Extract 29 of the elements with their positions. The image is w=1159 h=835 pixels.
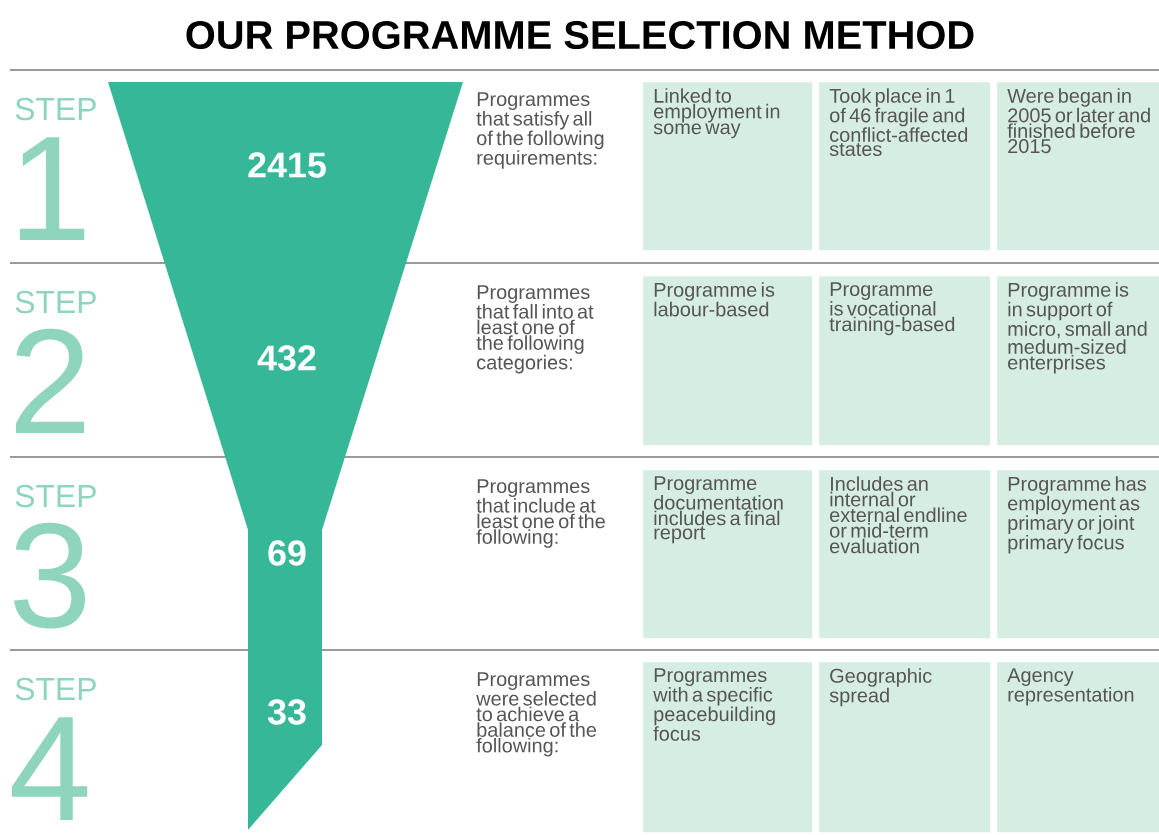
step-label: STEP (15, 97, 96, 121)
funnel-count: 33 (267, 699, 306, 725)
step-label: STEP (15, 677, 96, 701)
criterion-box: Linked to employment in some way (643, 82, 813, 251)
criterion-box: Took place in 1 of 46 fragile and conflict-affected states (819, 82, 991, 251)
title: OUR PROGRAMME SELECTION METHOD (186, 20, 974, 50)
step-description: Programmes that include at least one of the following: (476, 479, 605, 548)
step-description: Programmes that fall into at least one of the following categories: (476, 285, 594, 374)
step-number: 2 (15, 328, 85, 433)
step-number: 1 (19, 137, 85, 240)
criterion-box: Includes an internal or external endline or mid-term evaluation (819, 470, 991, 639)
criterion-box: Programme is vocational training-based (819, 276, 991, 446)
criterion-box: Agency representation (997, 662, 1159, 833)
step-description: Programmes that satisfy all of the following requirements: (476, 92, 604, 169)
criterion-box: Programme is in support of micro, small and medum-sized enterprises (997, 276, 1159, 446)
criterion-box: Programme is labour-based (643, 276, 813, 446)
criterion-box: Programme has employment as primary or joint primary focus (997, 470, 1159, 639)
funnel-count: 432 (257, 345, 316, 371)
step-number: 4 (11, 717, 88, 820)
step-label: STEP (15, 484, 96, 508)
step-label: STEP (15, 290, 96, 314)
funnel-count: 2415 (248, 152, 326, 178)
criterion-box: Were began in 2005 or later and finished before 2015 (997, 82, 1159, 251)
criterion-box: Programme documentation includes a final report (643, 470, 813, 639)
criterion-box: Programmes with a specific peacebuilding focus (643, 662, 813, 833)
criterion-box: Geographic spread (819, 662, 991, 833)
funnel-count: 69 (268, 540, 306, 566)
step-number: 3 (14, 522, 85, 629)
step-description: Programmes were selected to achieve a balance of the following: (476, 672, 597, 757)
